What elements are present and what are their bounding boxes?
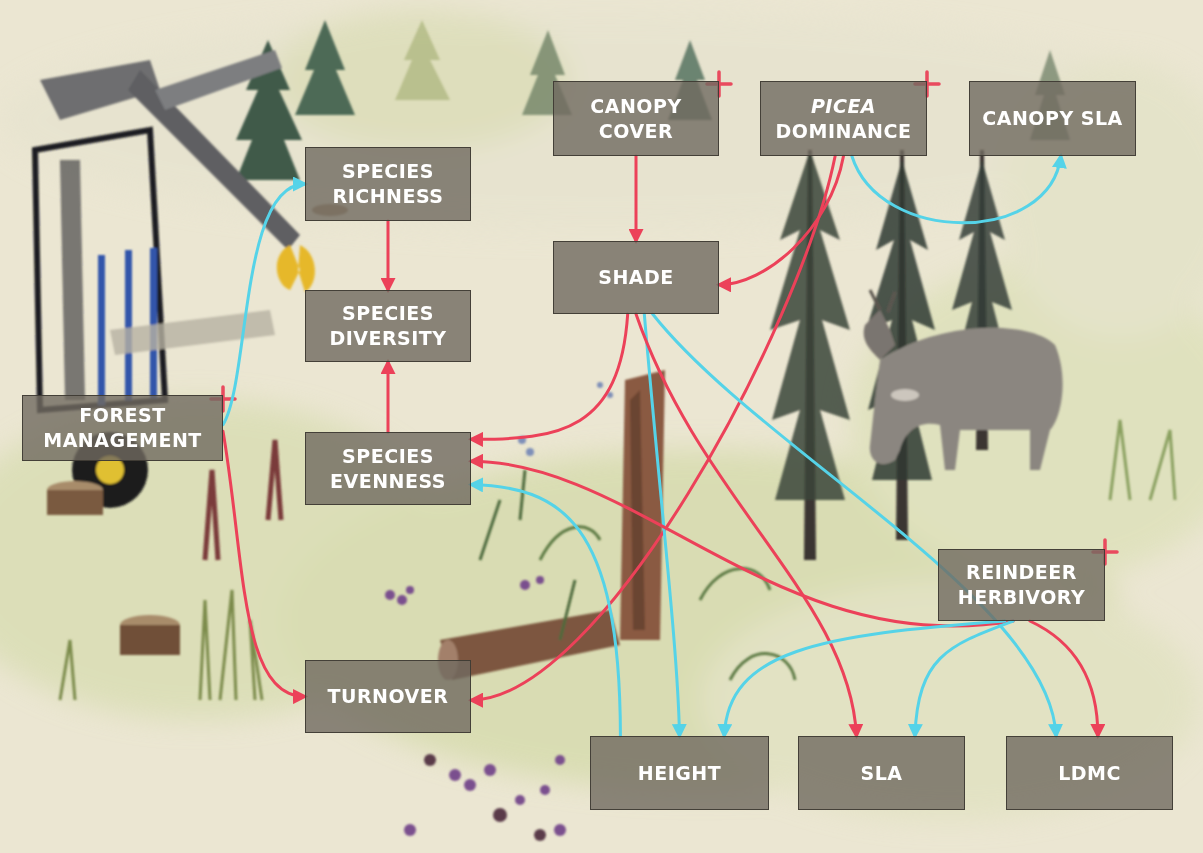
effect-arrow xyxy=(471,314,628,439)
concept-box: LDMC xyxy=(1006,736,1173,810)
concept-box: SPECIES RICHNESS xyxy=(305,147,471,221)
box-label: HEIGHT xyxy=(638,761,721,786)
effect-arrow xyxy=(852,156,1061,223)
effect-arrow xyxy=(387,221,390,290)
effect-arrow xyxy=(387,362,390,432)
box-label: TURNOVER xyxy=(328,684,449,709)
effect-arrow xyxy=(653,314,1057,736)
box-label: SLA xyxy=(861,761,903,786)
box-label: REINDEER HERBIVORY xyxy=(949,560,1094,609)
effect-arrow xyxy=(471,461,1013,626)
box-label: FOREST MANAGEMENT xyxy=(33,403,212,452)
effect-arrow xyxy=(223,431,305,696)
concept-box: PICEA DOMINANCE xyxy=(760,81,927,156)
box-label: LDMC xyxy=(1058,761,1121,786)
concept-box: HEIGHT xyxy=(590,736,769,810)
effect-arrow xyxy=(223,184,305,425)
concept-box: REINDEER HERBIVORY xyxy=(938,549,1105,621)
box-label: CANOPY COVER xyxy=(564,94,708,143)
effect-arrow xyxy=(635,156,638,241)
concept-box: SPECIES EVENNESS xyxy=(305,432,471,505)
concept-box: SLA xyxy=(798,736,965,810)
effect-arrow xyxy=(719,156,844,285)
box-label: SHADE xyxy=(598,265,674,290)
effect-arrow xyxy=(724,621,1005,736)
effect-arrow xyxy=(471,485,620,736)
box-label: SPECIES EVENNESS xyxy=(316,444,460,493)
concept-box: SHADE xyxy=(553,241,719,314)
box-label: SPECIES RICHNESS xyxy=(316,159,460,208)
concept-box: CANOPY SLA xyxy=(969,81,1136,156)
box-label: SPECIES DIVERSITY xyxy=(316,301,460,350)
effect-arrow xyxy=(1030,621,1098,736)
box-label: PICEA DOMINANCE xyxy=(771,94,916,143)
concept-box: TURNOVER xyxy=(305,660,471,733)
effect-arrow xyxy=(636,314,856,736)
concept-box: SPECIES DIVERSITY xyxy=(305,290,471,362)
box-label: CANOPY SLA xyxy=(982,106,1123,131)
effect-arrow xyxy=(915,621,1013,736)
concept-box: CANOPY COVER xyxy=(553,81,719,156)
concept-box: FOREST MANAGEMENT xyxy=(22,395,223,460)
